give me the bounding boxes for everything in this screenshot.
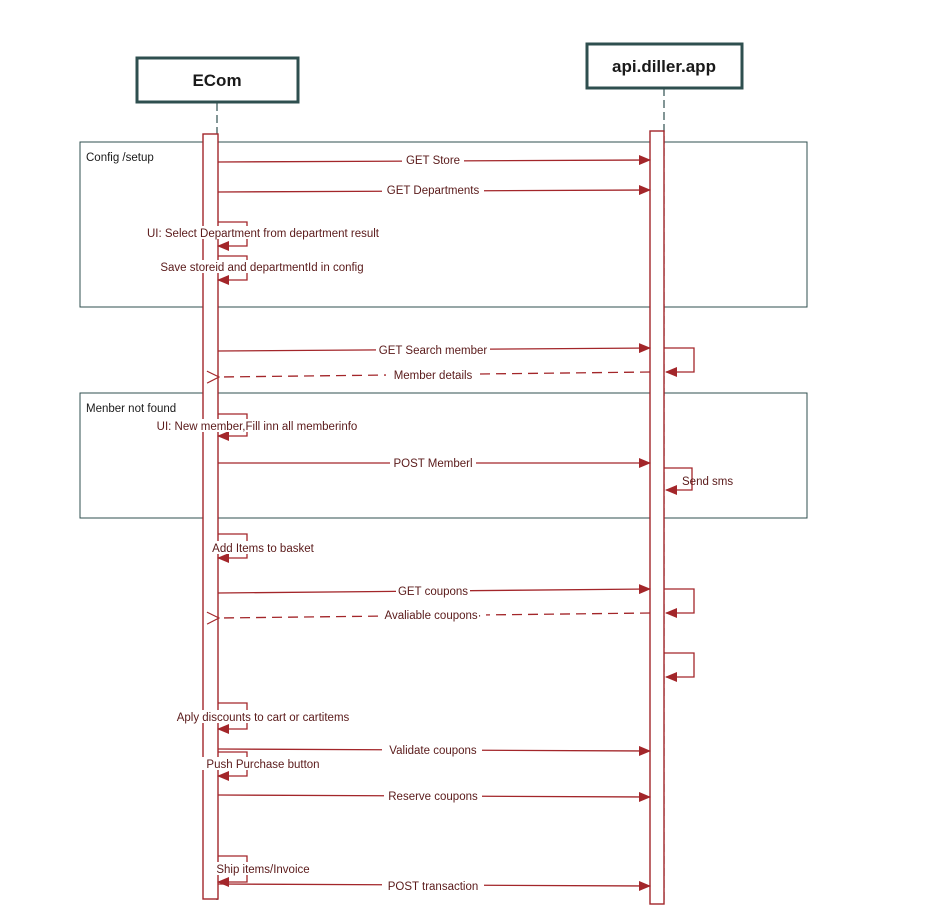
self-message-send-sms-label: Send sms [682, 476, 733, 488]
message-member-details-label: Member details [394, 370, 473, 382]
frame-member-not-found-label: Menber not found [86, 403, 176, 415]
self-message-push-purchase: Push Purchase button [202, 751, 324, 781]
message-get-search-member: GET Search member [217, 343, 651, 357]
frame-config-setup: Config /setup [79, 141, 808, 308]
actor-api-label: api.diller.app [612, 57, 716, 76]
actor-ecom-label: ECom [192, 71, 241, 90]
message-validate-coupons-label: Validate coupons [389, 745, 477, 757]
self-message-push-purchase-label: Push Purchase button [206, 759, 319, 771]
message-get-search-member-label: GET Search member [379, 345, 488, 357]
self-message-add-items: Add Items to basket [206, 533, 320, 563]
self-message-new-member: UI: New member,Fill inn all memberinfo [138, 413, 378, 441]
self-message-ship-items: Ship items/Invoice [209, 855, 317, 887]
message-post-transaction-label: POST transaction [388, 881, 479, 893]
ecom-activation-bar [202, 133, 219, 900]
self-message-send-sms: Send sms [664, 467, 733, 495]
self-message-ship-items-label: Ship items/Invoice [216, 864, 309, 876]
api-activation-bar [649, 130, 665, 905]
self-message-select-department: UI: Select Department from department re… [135, 221, 391, 251]
api-self-loop-extra [664, 652, 695, 682]
message-reserve-coupons: Reserve coupons [217, 789, 651, 803]
api-self-loop-coupons [664, 588, 695, 618]
message-available-coupons-label: Avaliable coupons· [385, 610, 482, 622]
message-validate-coupons: Validate coupons [217, 743, 651, 757]
self-message-add-items-label: Add Items to basket [212, 543, 314, 555]
frame-member-not-found: Menber not found [79, 392, 808, 519]
message-available-coupons: Avaliable coupons· [219, 608, 651, 622]
self-message-new-member-label: UI: New member,Fill inn all memberinfo [157, 421, 358, 433]
message-get-departments-label: GET Departments [387, 185, 480, 197]
message-get-departments: GET Departments [217, 183, 651, 197]
frame-config-label: Config /setup [86, 152, 154, 164]
message-post-member: POST Memberl [218, 456, 651, 470]
self-message-save-config: Save storeid and departmentId in config [149, 255, 375, 285]
api-self-loop-search [664, 347, 695, 377]
message-post-member-label: POST Memberl [393, 458, 472, 470]
actor-api: api.diller.app [585, 42, 744, 90]
self-message-save-config-label: Save storeid and departmentId in config [160, 262, 363, 274]
message-get-store: GET Store [217, 153, 651, 167]
actor-ecom: ECom [135, 56, 300, 104]
message-reserve-coupons-label: Reserve coupons [388, 791, 478, 803]
message-get-store-label: GET Store [406, 155, 460, 167]
self-message-apply-discounts: Aply discounts to cart or cartitems [167, 702, 359, 734]
self-message-apply-discounts-label: Aply discounts to cart or cartitems [177, 712, 350, 724]
self-message-select-department-label: UI: Select Department from department re… [147, 228, 380, 240]
message-post-transaction: POST transaction [217, 879, 651, 893]
message-member-details: Member details [219, 368, 651, 382]
message-get-coupons: GET coupons [217, 584, 651, 598]
message-get-coupons-label: GET coupons [398, 586, 468, 598]
